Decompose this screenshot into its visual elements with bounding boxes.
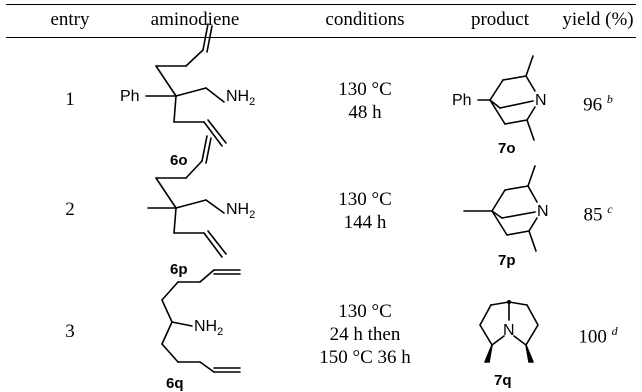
product-nitrogen: N [535, 92, 547, 109]
amine-group: NH2 [194, 318, 223, 338]
compound-label-7p: 7p [498, 252, 516, 269]
conditions-1-line-1: 130 °C [338, 79, 392, 100]
yield-3: 100 d [560, 320, 636, 348]
conditions-3-line-2: 24 h then [329, 324, 401, 345]
compound-label-6o: 6o [170, 152, 188, 169]
header-entry: entry [50, 9, 90, 30]
compound-label-7q: 7q [494, 372, 512, 389]
conditions-2-line-1: 130 °C [338, 189, 392, 210]
entry-1: 1 [65, 89, 75, 110]
yield-1: 96 b [560, 88, 636, 116]
conditions-1: 130 °C 48 h [290, 78, 440, 124]
yield-2-value: 85 [583, 204, 603, 226]
entry-3: 3 [65, 321, 75, 342]
yield-3-value: 100 [578, 326, 607, 348]
conditions-2: 130 °C 144 h [290, 188, 440, 234]
product-nitrogen: N [503, 322, 515, 339]
header-aminodiene: aminodiene [150, 9, 240, 30]
entry-2: 2 [65, 199, 75, 220]
table-top-rule [6, 4, 636, 5]
header-conditions: conditions [325, 9, 405, 30]
yield-3-footnote: d [611, 324, 618, 338]
yield-1-value: 96 [583, 94, 603, 116]
conditions-3-line-1: 130 °C [338, 301, 392, 322]
product-nitrogen: N [537, 203, 549, 220]
compound-label-6p: 6p [170, 261, 188, 278]
conditions-2-line-2: 144 h [343, 212, 387, 233]
product-phenyl-substituent: Ph [452, 92, 472, 109]
amine-group: NH2 [226, 88, 255, 108]
header-product: product [470, 9, 530, 30]
compound-label-7o: 7o [498, 140, 516, 157]
conditions-3: 130 °C 24 h then 150 °C 36 h [290, 300, 440, 369]
yield-1-footnote: b [606, 92, 613, 106]
conditions-3-line-3: 150 °C 36 h [319, 347, 411, 368]
conditions-1-line-2: 48 h [348, 102, 382, 123]
table-header-rule [6, 37, 636, 38]
phenyl-substituent: Ph [120, 88, 140, 105]
compound-label-6q: 6q [166, 375, 184, 392]
amine-group: NH2 [226, 201, 255, 221]
yield-2-footnote: c [607, 202, 613, 216]
header-yield: yield (%) [562, 9, 634, 30]
yield-2: 85 c [560, 198, 636, 226]
